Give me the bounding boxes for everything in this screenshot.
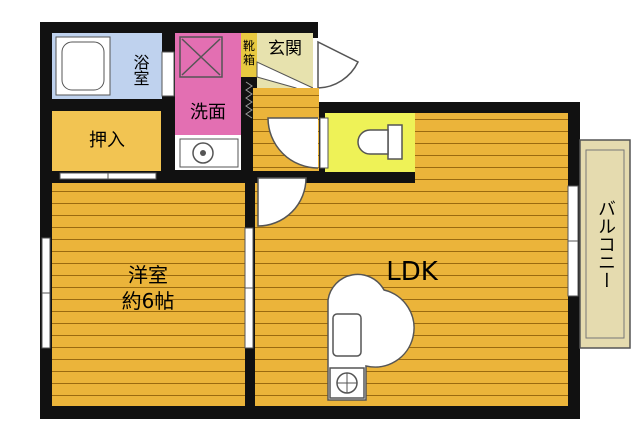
front-door-swing (317, 40, 359, 89)
hall-door-swing (267, 117, 319, 169)
label-balcony: バルコニー (595, 199, 616, 289)
closet-area (52, 111, 161, 171)
ldk-floor (255, 183, 568, 406)
washbasin-drain (200, 150, 206, 156)
toilet-tank (387, 124, 403, 160)
ldk-floor-upper (415, 113, 568, 183)
label-western-room-2: 約6帖 (122, 289, 175, 313)
shoe-box-area (241, 33, 257, 77)
bathroom-door (161, 51, 175, 97)
bathtub-inner (61, 41, 105, 91)
label-bathroom: 浴室 (131, 54, 150, 86)
kitchen-sink (332, 313, 362, 357)
balcony-inner (585, 149, 625, 339)
exterior-notch (325, 22, 585, 102)
label-shoe-box-1: 靴 (243, 39, 255, 53)
ldk-door-swing (257, 177, 307, 227)
label-entrance: 玄関 (268, 39, 302, 59)
label-closet: 押入 (89, 130, 125, 151)
label-ldk: LDK (386, 257, 439, 287)
hall-zigzag (245, 81, 253, 119)
washing-machine-cross-2 (181, 38, 221, 76)
label-western-room-1: 洋室 (128, 263, 168, 287)
washing-machine-box (179, 36, 223, 78)
toilet-door (319, 117, 329, 169)
label-washroom: 洗面 (190, 102, 226, 123)
western-room-floor (52, 183, 245, 406)
balcony-area (579, 139, 631, 349)
label-shoe-box-2: 箱 (243, 52, 255, 67)
toilet-bowl (357, 129, 389, 155)
